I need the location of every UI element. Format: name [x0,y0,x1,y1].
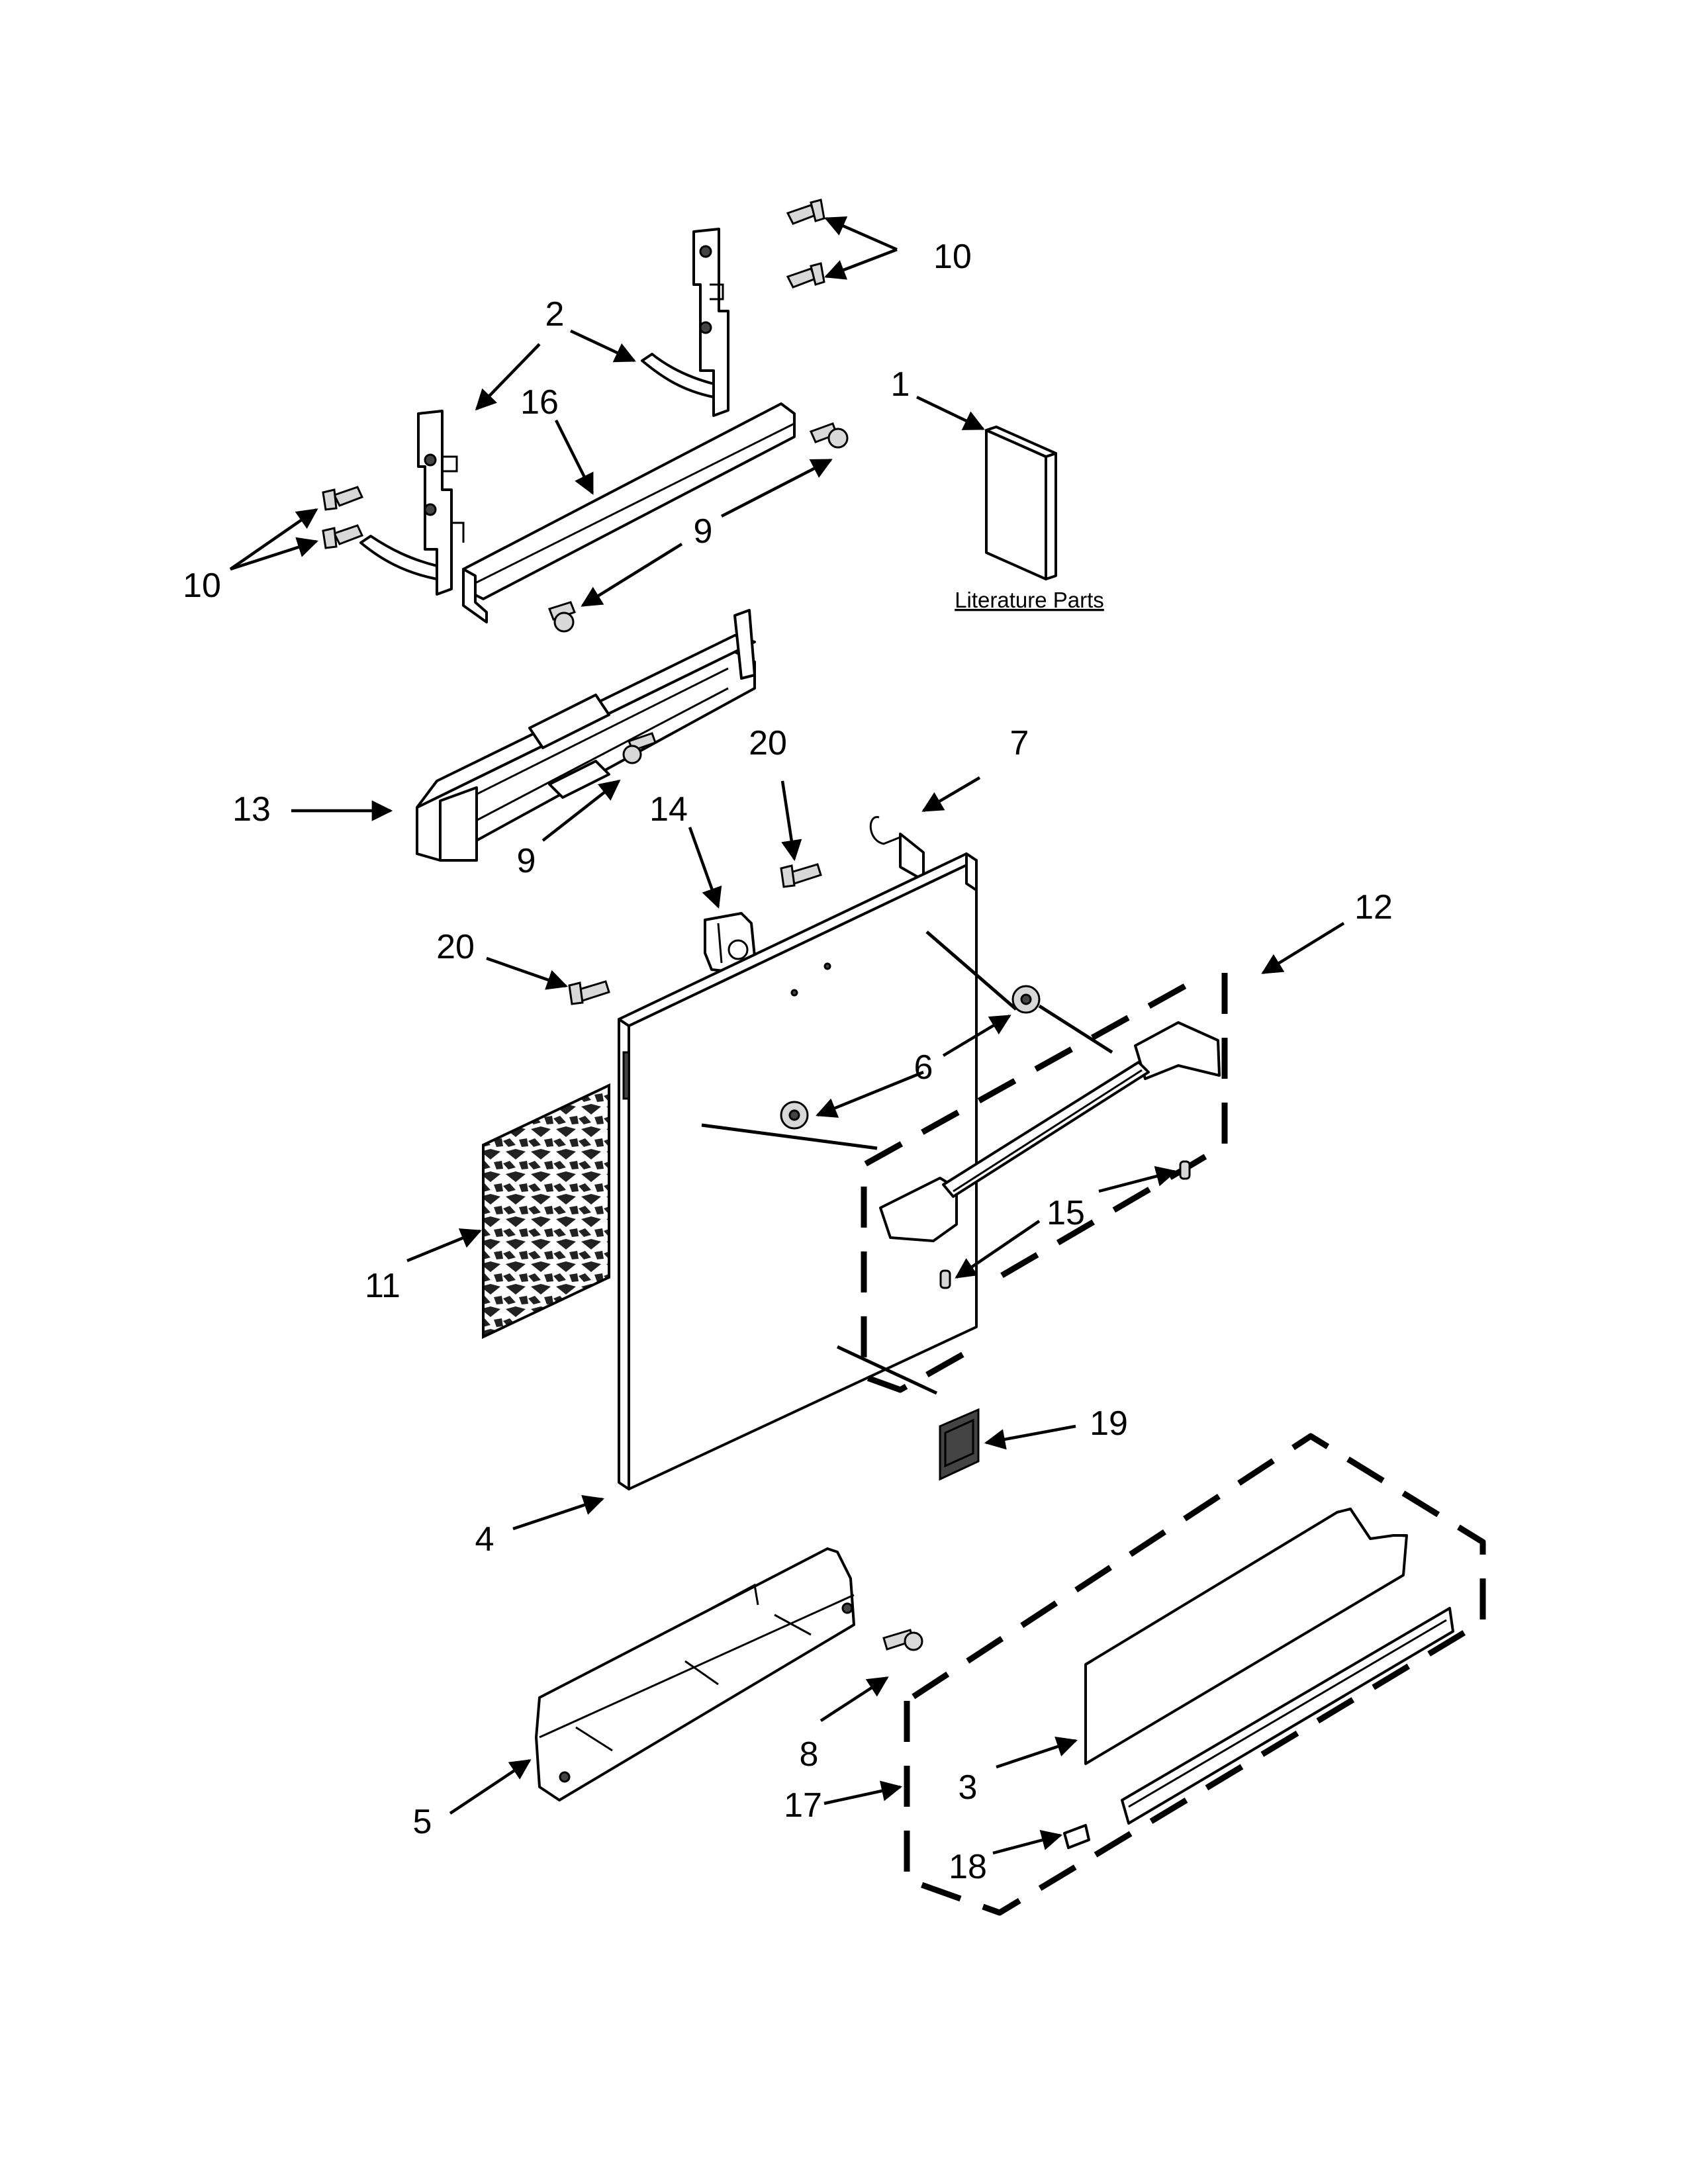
bracket-right-2 [641,228,729,417]
callout-6: 6 [914,1048,933,1087]
toe-kick-panel-3 [1084,1508,1408,1765]
toe-kick-kit-box-17 [904,1433,1486,1916]
callout-4: 4 [475,1520,494,1559]
callout-13: 13 [232,790,271,829]
callout-20-top: 20 [749,724,787,762]
toe-kick-strip-18 [1063,1607,1454,1849]
hook-7 [869,816,925,882]
callout-10-top: 10 [933,238,972,276]
set-screw-15-a [1179,1160,1191,1180]
literature-booklet-1 [985,426,1057,580]
handle-cap-6-b [780,1101,809,1130]
mesh-panel-11 [482,1083,610,1340]
callout-20-left: 20 [436,928,475,966]
handle-kit-box-12-right [991,973,1228,1283]
callout-15: 15 [1047,1194,1085,1232]
callout-18: 18 [949,1848,987,1886]
screw-10-left-a [322,486,364,511]
callout-12: 12 [1354,888,1393,927]
control-panel-13 [416,609,756,862]
callout-8: 8 [800,1735,819,1774]
screw-10-left-b [322,524,364,549]
screw-10-top-a [786,199,825,225]
screw-10-top-b [786,262,825,289]
screw-20-left [568,980,610,1005]
door-panel-4 [618,852,978,1490]
leader-lines [229,216,1345,1855]
set-screw-15-b [939,1269,951,1289]
callout-3: 3 [959,1768,978,1807]
screw-9-right [809,422,849,449]
screw-8 [882,1629,923,1651]
callout-11: 11 [365,1267,400,1305]
callout-1: 1 [891,365,910,404]
callout-7: 7 [1010,724,1029,762]
callout-16: 16 [520,383,559,422]
screw-20-top [780,863,822,888]
callout-19: 19 [1090,1404,1128,1443]
callout-17: 17 [784,1786,822,1825]
handle-cap-6-a [1011,985,1041,1014]
literature-parts-caption: Literature Parts [955,588,1104,612]
screw-9-left [548,601,576,633]
callout-14: 14 [649,790,688,829]
callout-9-top: 9 [694,512,713,551]
rail-16 [462,402,796,623]
bracket-left-2 [359,410,465,596]
callout-10-left: 10 [183,567,221,605]
callout-2: 2 [545,295,565,334]
callout-9-mid: 9 [517,842,536,880]
toe-kick-bracket-5 [535,1547,855,1801]
callout-5: 5 [413,1803,432,1841]
badge-19 [939,1408,980,1481]
handle-12 [879,1021,1221,1242]
